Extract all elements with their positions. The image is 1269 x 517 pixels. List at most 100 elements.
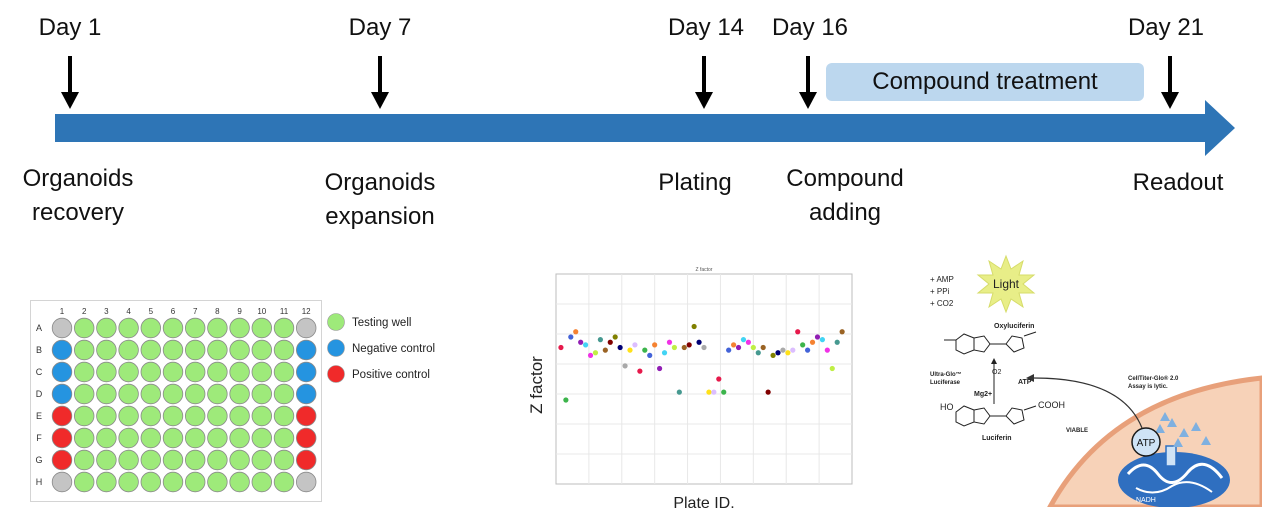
data-point [676,389,682,395]
stage-line: Readout [1132,169,1224,196]
plate-well [251,471,273,493]
day-marker [61,56,79,109]
plate-well [184,427,206,449]
plate-well [74,405,95,427]
data-point [627,347,633,353]
byproduct-ppi: + PPi [930,287,950,296]
atp-label: ATP [1018,379,1032,386]
plate-well [229,449,250,471]
plate-well [140,405,162,427]
enzyme-label-line1: Ultra-Glo™ [930,371,962,378]
plate-well [51,471,73,493]
plate-well [96,339,117,361]
plate-well [251,361,273,383]
plate-well [162,383,184,405]
legend-label: Positive control [352,369,430,381]
stage-line: adding [808,199,882,226]
day-markers [61,56,1179,109]
plate-well [162,405,184,427]
plate-row-label: H [36,477,43,487]
stage-label: Organoids recovery [23,162,134,230]
plate-well [140,471,162,493]
plate-column-label: 11 [280,307,289,316]
plate-well [118,339,139,361]
chart-title: Z factor [696,267,713,273]
plate-well [296,427,317,449]
plate-well [162,449,184,471]
plate-well [251,449,273,471]
data-point [765,389,771,395]
plate-well [51,405,73,427]
x-axis-label: Plate ID. [673,495,734,512]
stage-line: Organoids [22,165,134,192]
data-point [814,334,821,340]
data-point [602,347,608,353]
plate-well [162,471,184,493]
plate-well [51,361,73,383]
celltiter-label-line1: CellTiter-Glo® 2.0 [1128,375,1179,382]
ho-label: HO [940,402,954,412]
plate-well [51,383,73,405]
plate-well [207,405,228,427]
atp-molecules [1155,412,1211,447]
stage-label: Readout [1133,166,1224,200]
plate-well [74,471,95,493]
plate-well [162,427,184,449]
plate-row-label: E [36,411,42,421]
legend-swatch [327,365,345,383]
plot-area [555,273,853,485]
oxyluciferin-label: Oxyluciferin [994,323,1034,330]
data-point [711,389,717,395]
plate-well [140,339,162,361]
data-point [775,350,781,356]
plate-column-label: 6 [171,307,176,316]
data-point [661,350,668,356]
luciferin-structure [955,405,1037,427]
timeline: Day 1 Day 7 Day 14 Day 16 Day 21 Compoun… [0,0,1269,240]
timeline-graphic [55,56,1235,156]
plate-well [251,427,273,449]
plate-well [96,317,117,339]
data-point [612,334,618,340]
plate-well [229,383,250,405]
day-label: Day 7 [348,14,412,41]
atp-badge [1131,427,1161,457]
stage-line: Compound [786,165,904,192]
data-point [745,339,751,345]
plate-well [296,383,317,405]
plate-well [140,383,162,405]
plate-well [273,471,295,493]
data-point [657,365,663,372]
plate-well [273,361,295,383]
stage-label: Plating [658,166,731,200]
plate-row-label: G [35,455,42,465]
plate-well [118,383,139,405]
data-point [716,376,722,382]
plate-well [118,449,139,471]
plate-well [207,427,228,449]
plate-column-label: 12 [302,307,311,316]
plate-well [251,383,273,405]
day-label: Day 16 [771,14,849,41]
plate-well [251,339,273,361]
plate-row-label: C [36,367,43,377]
stage-line: Organoids [324,169,436,196]
data-point [770,352,776,358]
cooh-label: COOH [1038,400,1065,410]
plate-well [74,361,95,383]
day-marker [371,56,389,109]
atp-flow-arrow [1033,377,1143,429]
day-label: Day 14 [667,14,745,41]
plate-column-label: 3 [104,307,109,316]
stage-label: Compound adding [786,162,903,230]
plate-well [296,405,317,427]
plate-well [118,361,139,383]
plate-well [273,449,295,471]
plate-well [118,471,139,493]
data-point [809,339,816,345]
plate-well [207,471,228,493]
plate-well [296,361,317,383]
plate-column-label: 8 [215,307,220,316]
